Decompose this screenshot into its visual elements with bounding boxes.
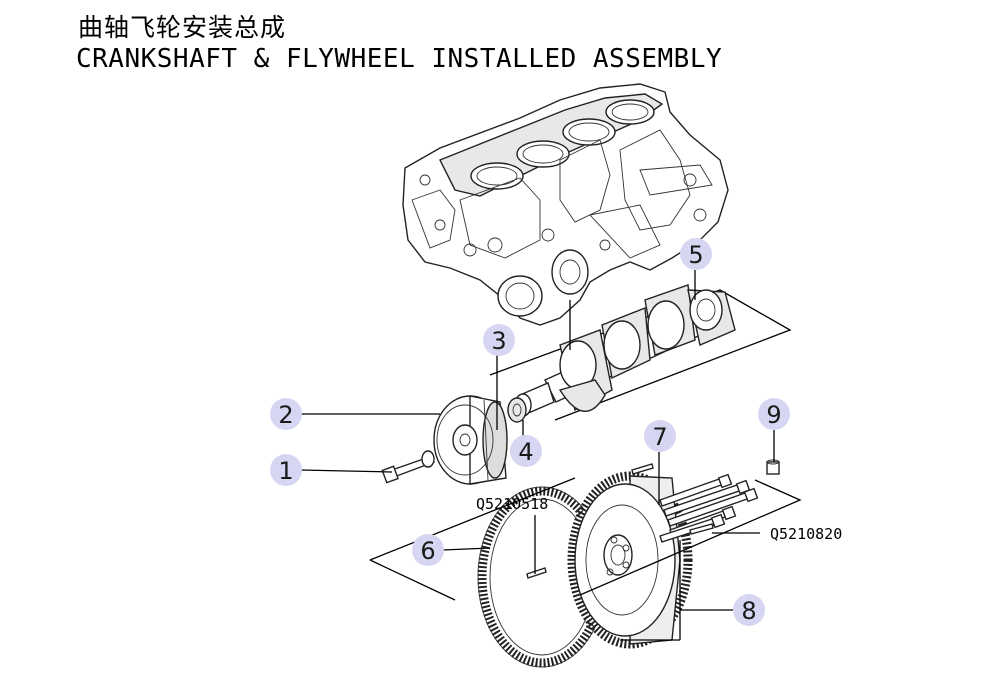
callout-3-label: 3 (491, 327, 506, 355)
callout-6-label: 6 (420, 537, 435, 565)
callout-2: 2 (270, 398, 302, 430)
crank-pulley (433, 395, 508, 485)
callout-4-label: 4 (518, 438, 533, 466)
part-number-ring-gear: Q5210518 (476, 495, 548, 513)
part-number-flywheel-bolt: Q5210820 (770, 525, 842, 543)
callout-1: 1 (270, 454, 302, 486)
flywheel-bolts (526, 463, 759, 579)
callout-1-label: 1 (278, 457, 293, 485)
crank-sprocket (507, 397, 527, 423)
callout-2-label: 2 (278, 401, 293, 429)
leader-lines (299, 270, 775, 641)
title-english: CRANKSHAFT & FLYWHEEL INSTALLED ASSEMBLY (76, 44, 723, 74)
callout-9-label: 9 (766, 401, 781, 429)
callout-8: 8 (733, 594, 765, 626)
callout-9: 9 (758, 398, 790, 430)
title-chinese: 曲轴飞轮安装总成 (78, 13, 287, 42)
callout-7: 7 (644, 420, 676, 452)
callout-8-label: 8 (741, 597, 756, 625)
flywheel-bolt-9 (766, 459, 780, 475)
pulley-bolt (381, 450, 435, 484)
flywheel (567, 471, 693, 649)
callout-3: 3 (483, 324, 515, 356)
callout-4: 4 (510, 435, 542, 467)
flywheel-plane (369, 477, 802, 601)
engine-block (402, 83, 729, 326)
callout-5: 5 (680, 238, 712, 270)
callout-6: 6 (412, 534, 444, 566)
callout-5-label: 5 (688, 241, 703, 269)
callout-7-label: 7 (652, 423, 667, 451)
